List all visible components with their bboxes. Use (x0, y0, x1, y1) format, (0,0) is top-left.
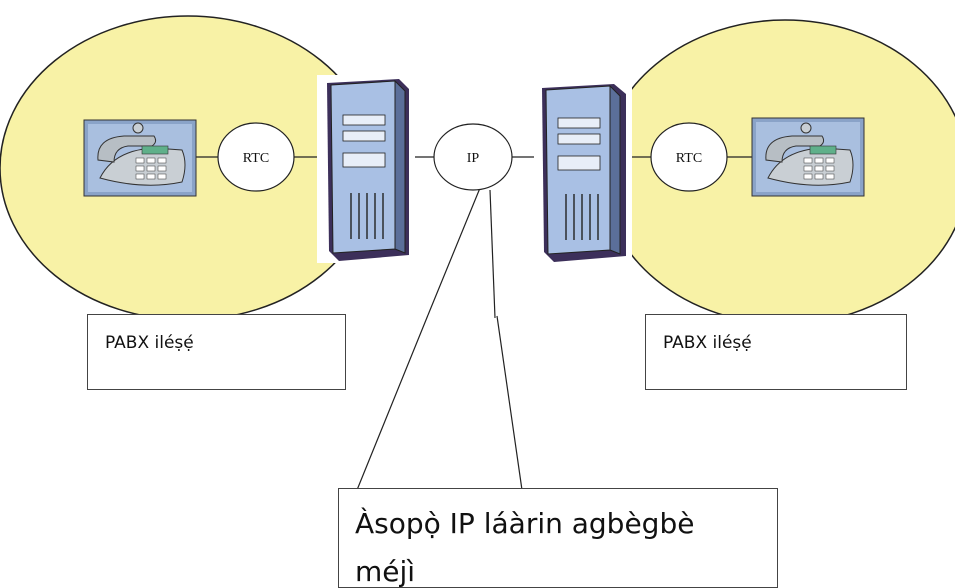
ip-label: IP (467, 151, 480, 166)
desk-phone-icon (751, 117, 865, 197)
rtc-left-label: RTC (243, 151, 269, 166)
left-pabx-label: PABX iléṣẹ́ (105, 333, 194, 353)
connection-lines (195, 156, 752, 491)
ip-link-label-line2: méjì (355, 555, 416, 588)
left-pabx-box: PABX iléṣẹ́ (87, 314, 346, 390)
rtc-node-left: RTC (217, 122, 295, 192)
network-diagram: RTC IP RTC (0, 15, 955, 491)
rtc-right-label: RTC (676, 151, 702, 166)
desk-phone-icon (83, 119, 197, 197)
server-tower-icon (317, 75, 415, 263)
server-tower-icon (534, 80, 632, 262)
ip-link-box: Àsopọ̀ IP láàrin agbègbè méjì (338, 488, 778, 588)
ip-node: IP (433, 123, 513, 191)
right-pabx-label: PABX iléṣẹ́ (663, 333, 752, 353)
right-pabx-box: PABX iléṣẹ́ (645, 314, 907, 390)
ip-link-label: Àsopọ̀ IP láàrin agbègbè (355, 507, 695, 540)
rtc-node-right: RTC (650, 122, 728, 192)
